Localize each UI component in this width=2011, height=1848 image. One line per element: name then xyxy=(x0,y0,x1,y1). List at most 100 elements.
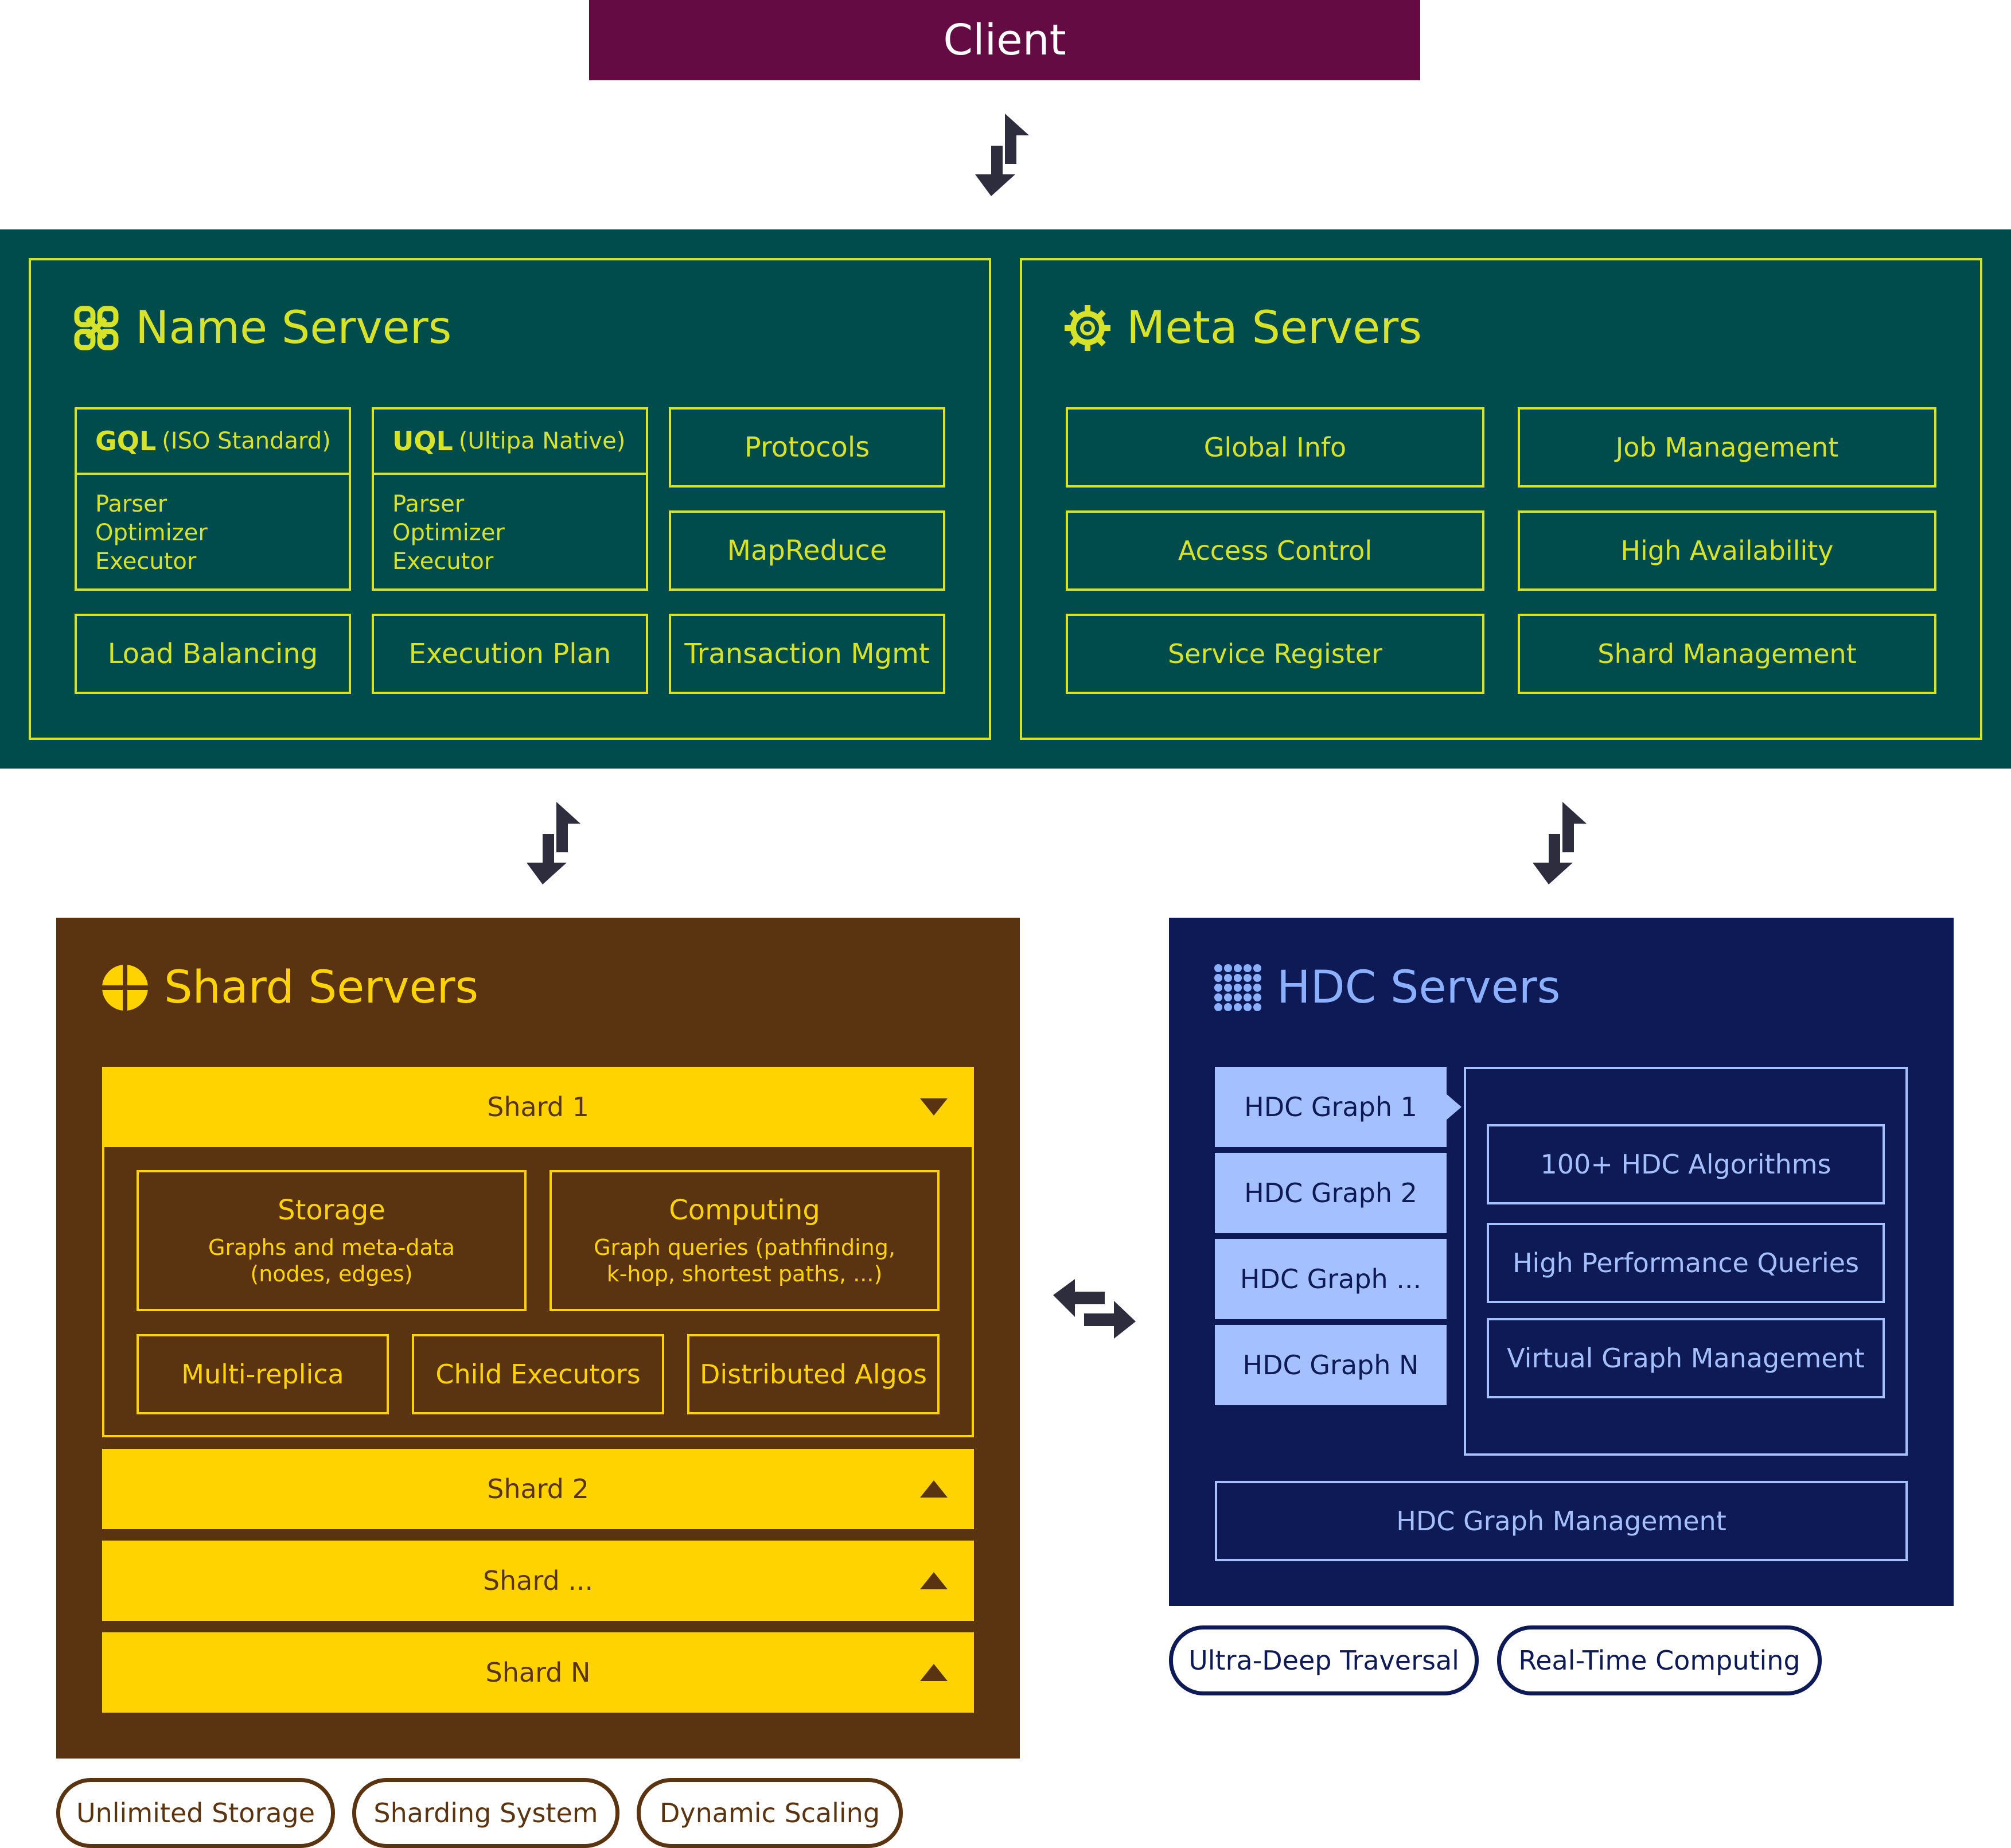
meta-servers-title-text: Meta Servers xyxy=(1127,302,1422,354)
hdc-graph-ellipsis-label: HDC Graph ... xyxy=(1240,1264,1422,1295)
name-servers-icon xyxy=(74,306,119,350)
gql-optimizer: Optimizer xyxy=(95,520,208,546)
hdc-servers-title: HDC Servers xyxy=(1214,959,1560,1016)
tag-sharding-system: Sharding System xyxy=(352,1778,619,1848)
gql-body: Parser Optimizer Executor xyxy=(77,475,349,576)
meta-hdc-arrow-icon xyxy=(1533,802,1592,884)
hdc-algorithms-label: 100+ HDC Algorithms xyxy=(1540,1149,1831,1180)
tag-real-time-computing: Real-Time Computing xyxy=(1497,1625,1822,1695)
virtual-graph-management-box: Virtual Graph Management xyxy=(1487,1318,1885,1398)
protocols-label: Protocols xyxy=(744,431,870,463)
hdc-graph-n-label: HDC Graph N xyxy=(1242,1350,1419,1381)
hdc-graph-management-box: HDC Graph Management xyxy=(1215,1481,1908,1561)
hdc-graph-2-tab[interactable]: HDC Graph 2 xyxy=(1215,1153,1447,1233)
shard-ellipsis-bar[interactable]: Shard ... xyxy=(102,1541,974,1621)
load-balancing-label: Load Balancing xyxy=(107,638,318,670)
active-tab-pointer-icon xyxy=(1445,1093,1462,1121)
job-management-box: Job Management xyxy=(1518,407,1936,488)
shard-2-bar[interactable]: Shard 2 xyxy=(102,1449,974,1529)
shard-1-bar[interactable]: Shard 1 xyxy=(102,1067,974,1147)
global-info-box: Global Info xyxy=(1066,407,1484,488)
gear-icon xyxy=(1065,305,1110,351)
tag-label: Ultra-Deep Traversal xyxy=(1188,1645,1459,1676)
hdc-graph-1-tab[interactable]: HDC Graph 1 xyxy=(1215,1067,1447,1147)
job-management-label: Job Management xyxy=(1615,432,1839,463)
mapreduce-box: MapReduce xyxy=(669,510,945,591)
uql-name: UQL xyxy=(392,426,453,457)
uql-body: Parser Optimizer Executor xyxy=(374,475,646,576)
shard-hdc-arrow-icon xyxy=(1053,1279,1136,1339)
hdc-graph-n-tab[interactable]: HDC Graph N xyxy=(1215,1325,1447,1405)
client-label: Client xyxy=(943,15,1066,65)
transaction-mgmt-label: Transaction Mgmt xyxy=(684,638,930,670)
storage-desc-line2: (nodes, edges) xyxy=(250,1261,413,1286)
gql-note: (ISO Standard) xyxy=(162,428,331,454)
distributed-algos-box: Distributed Algos xyxy=(687,1334,940,1414)
client-name-arrow-icon xyxy=(975,114,1035,196)
storage-desc-line1: Graphs and meta-data xyxy=(208,1235,455,1260)
computing-desc-line2: k-hop, shortest paths, ...) xyxy=(606,1261,883,1286)
meta-servers-title: Meta Servers xyxy=(1063,299,1422,357)
mapreduce-label: MapReduce xyxy=(727,535,887,567)
hdc-algorithms-box: 100+ HDC Algorithms xyxy=(1487,1124,1885,1204)
high-performance-queries-box: High Performance Queries xyxy=(1487,1223,1885,1303)
shard-n-label: Shard N xyxy=(485,1657,591,1688)
hdc-graph-management-label: HDC Graph Management xyxy=(1396,1506,1727,1537)
gql-box: GQL (ISO Standard) Parser Optimizer Exec… xyxy=(75,407,351,591)
uql-optimizer: Optimizer xyxy=(392,520,505,546)
server-layer-band xyxy=(0,229,2011,769)
client-box: Client xyxy=(589,0,1420,80)
access-control-label: Access Control xyxy=(1178,535,1373,566)
shard-1-label: Shard 1 xyxy=(487,1091,589,1122)
distributed-algos-label: Distributed Algos xyxy=(700,1359,927,1390)
name-servers-title-text: Name Servers xyxy=(135,302,452,354)
tag-ultra-deep-traversal: Ultra-Deep Traversal xyxy=(1169,1625,1479,1695)
shard-icon xyxy=(102,965,148,1011)
name-shard-arrow-icon xyxy=(527,802,586,884)
uql-note: (Ultipa Native) xyxy=(458,428,626,454)
global-info-label: Global Info xyxy=(1203,432,1347,463)
access-control-box: Access Control xyxy=(1066,510,1484,591)
child-executors-label: Child Executors xyxy=(435,1359,641,1390)
storage-box: Storage Graphs and meta-data (nodes, edg… xyxy=(137,1170,527,1311)
uql-header: UQL (Ultipa Native) xyxy=(374,410,646,475)
uql-executor: Executor xyxy=(392,548,494,575)
multi-replica-box: Multi-replica xyxy=(137,1334,389,1414)
hdc-servers-title-text: HDC Servers xyxy=(1277,962,1561,1013)
hdc-graph-detail-frame xyxy=(1464,1067,1908,1456)
protocols-box: Protocols xyxy=(669,407,945,488)
virtual-graph-management-label: Virtual Graph Management xyxy=(1507,1343,1865,1374)
tag-label: Sharding System xyxy=(373,1798,598,1828)
gql-header: GQL (ISO Standard) xyxy=(77,410,349,475)
expand-triangle-icon[interactable] xyxy=(920,1480,948,1498)
shard-n-bar[interactable]: Shard N xyxy=(102,1632,974,1713)
tag-label: Real-Time Computing xyxy=(1518,1645,1800,1676)
gql-name: GQL xyxy=(95,426,157,457)
name-servers-panel xyxy=(29,258,991,740)
hdc-graph-ellipsis-tab[interactable]: HDC Graph ... xyxy=(1215,1239,1447,1319)
tag-label: Unlimited Storage xyxy=(76,1798,315,1828)
computing-title: Computing xyxy=(669,1194,820,1226)
transaction-mgmt-box: Transaction Mgmt xyxy=(669,614,945,694)
load-balancing-box: Load Balancing xyxy=(75,614,351,694)
shard-management-box: Shard Management xyxy=(1518,614,1936,694)
shard-servers-title-text: Shard Servers xyxy=(164,962,479,1013)
service-register-label: Service Register xyxy=(1167,638,1383,669)
expand-triangle-icon[interactable] xyxy=(920,1664,948,1681)
grid-dots-icon xyxy=(1214,964,1261,1011)
tag-unlimited-storage: Unlimited Storage xyxy=(56,1778,335,1848)
uql-box: UQL (Ultipa Native) Parser Optimizer Exe… xyxy=(372,407,648,591)
shard-management-label: Shard Management xyxy=(1597,638,1857,669)
tag-dynamic-scaling: Dynamic Scaling xyxy=(637,1778,903,1848)
collapse-triangle-icon[interactable] xyxy=(920,1098,948,1116)
name-servers-title: Name Servers xyxy=(72,299,451,357)
expand-triangle-icon[interactable] xyxy=(920,1572,948,1589)
tag-label: Dynamic Scaling xyxy=(659,1798,880,1828)
gql-executor: Executor xyxy=(95,548,197,575)
shard-1-body xyxy=(102,1147,974,1437)
multi-replica-label: Multi-replica xyxy=(181,1359,344,1390)
computing-box: Computing Graph queries (pathfinding, k-… xyxy=(549,1170,940,1311)
computing-desc-line1: Graph queries (pathfinding, xyxy=(594,1235,895,1260)
storage-title: Storage xyxy=(278,1194,385,1226)
high-performance-queries-label: High Performance Queries xyxy=(1512,1247,1860,1278)
